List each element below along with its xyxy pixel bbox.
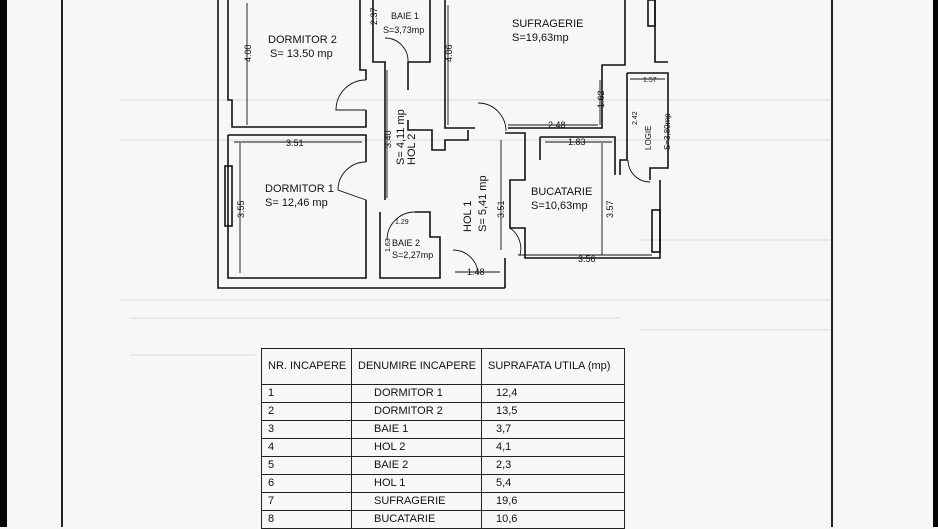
cell-area: 5,4 xyxy=(481,474,625,493)
room-name-sufragerie: SUFRAGERIE xyxy=(512,18,584,30)
dim-2-48: 2.48 xyxy=(548,120,566,130)
cell-nr: 4 xyxy=(261,438,352,457)
room-labels: DORMITOR 2 S= 13.50 mp BAIE 1 S=3,73mp S… xyxy=(265,11,672,260)
cell-nr: 7 xyxy=(261,492,352,511)
cell-name: HOL 1 xyxy=(351,474,482,493)
cell-nr: 1 xyxy=(261,384,352,403)
room-area-hol-2: S= 4,11 mp xyxy=(395,109,407,165)
room-area-table: NR. INCAPERE DENUMIRE INCAPERE SUPRAFATA… xyxy=(261,348,625,529)
cell-nr: 6 xyxy=(261,474,352,493)
cell-nr: 5 xyxy=(261,456,352,475)
dim-3-57: 3.57 xyxy=(605,200,615,218)
room-area-baie-2: S=2,27mp xyxy=(392,250,433,260)
room-area-sufragerie: S=19,63mp xyxy=(512,32,569,44)
cell-nr: 8 xyxy=(261,510,352,529)
room-name-baie-2: BAIE 2 xyxy=(392,238,420,248)
scan-border-left xyxy=(0,0,7,527)
cell-name: BUCATARIE xyxy=(351,510,482,529)
dim-1-83: 1.83 xyxy=(568,137,586,147)
room-name-logie: LOGIE xyxy=(644,126,653,150)
table-header-row: NR. INCAPERE DENUMIRE INCAPERE SUPRAFATA… xyxy=(261,348,625,385)
cell-area: 4,1 xyxy=(481,438,625,457)
dim-3-40: 3.40 xyxy=(383,130,393,148)
door-swings xyxy=(335,37,651,276)
dim-1-57: 1.57 xyxy=(643,77,657,84)
bleed-through-lines xyxy=(120,99,830,356)
header-suprafata-utila: SUPRAFATA UTILA (mp) xyxy=(481,348,625,385)
dim-2-42: 2.42 xyxy=(632,111,639,125)
dim-3-55: 3.55 xyxy=(236,200,246,218)
room-area-dormitor-2: S= 13.50 mp xyxy=(270,48,333,60)
dim-3-56: 3.56 xyxy=(578,254,596,264)
dim-1-29: 1.29 xyxy=(395,219,409,226)
cell-area: 13,5 xyxy=(481,402,625,421)
page-margin-line-left xyxy=(61,0,63,527)
header-nr-incapere: NR. INCAPERE xyxy=(261,348,352,385)
room-area-hol-1: S= 5,41 mp xyxy=(477,175,489,232)
scan-border-right xyxy=(933,0,938,527)
cell-area: 2,3 xyxy=(481,456,625,475)
cell-area: 19,6 xyxy=(481,492,625,511)
dim-2-37: 2.37 xyxy=(369,7,379,25)
cell-name: HOL 2 xyxy=(351,438,482,457)
room-area-baie-1: S=3,73mp xyxy=(383,25,424,35)
room-name-dormitor-2: DORMITOR 2 xyxy=(268,34,337,46)
room-area-dormitor-1: S= 12,46 mp xyxy=(265,197,328,209)
dim-4-06: 4.06 xyxy=(444,44,454,62)
dim-3-51-hol: 3.51 xyxy=(496,200,506,218)
room-name-dormitor-1: DORMITOR 1 xyxy=(265,183,334,195)
room-area-logie: S=3,80mp xyxy=(663,113,672,150)
cell-name: DORMITOR 2 xyxy=(351,402,482,421)
room-name-hol-2: HOL 2 xyxy=(406,134,418,165)
cell-name: DORMITOR 1 xyxy=(351,384,482,403)
dimension-lines xyxy=(234,3,665,273)
room-name-hol-1: HOL 1 xyxy=(462,201,474,232)
dim-1-62: 1.62 xyxy=(596,90,606,108)
page-margin-line-right xyxy=(831,0,833,527)
header-denumire-incapere: DENUMIRE INCAPERE xyxy=(351,348,482,385)
cell-nr: 3 xyxy=(261,420,352,439)
dim-1-48: 1.48 xyxy=(467,267,485,277)
dim-4-00: 4.00 xyxy=(243,44,253,62)
room-name-baie-1: BAIE 1 xyxy=(391,11,419,21)
cell-name: SUFRAGERIE xyxy=(351,492,482,511)
cell-area: 3,7 xyxy=(481,420,625,439)
room-area-bucatarie: S=10,63mp xyxy=(531,200,588,212)
room-name-bucatarie: BUCATARIE xyxy=(531,186,592,198)
cell-name: BAIE 2 xyxy=(351,456,482,475)
cell-area: 12,4 xyxy=(481,384,625,403)
cell-name: BAIE 1 xyxy=(351,420,482,439)
dim-1-63: 1.63 xyxy=(385,238,392,252)
dim-3-51: 3.51 xyxy=(286,138,304,148)
dimension-labels: 4.00 2.37 4.06 1.62 1.57 2.42 2.48 3.40 … xyxy=(236,7,657,277)
cell-area: 10,6 xyxy=(481,510,625,529)
cell-nr: 2 xyxy=(261,402,352,421)
